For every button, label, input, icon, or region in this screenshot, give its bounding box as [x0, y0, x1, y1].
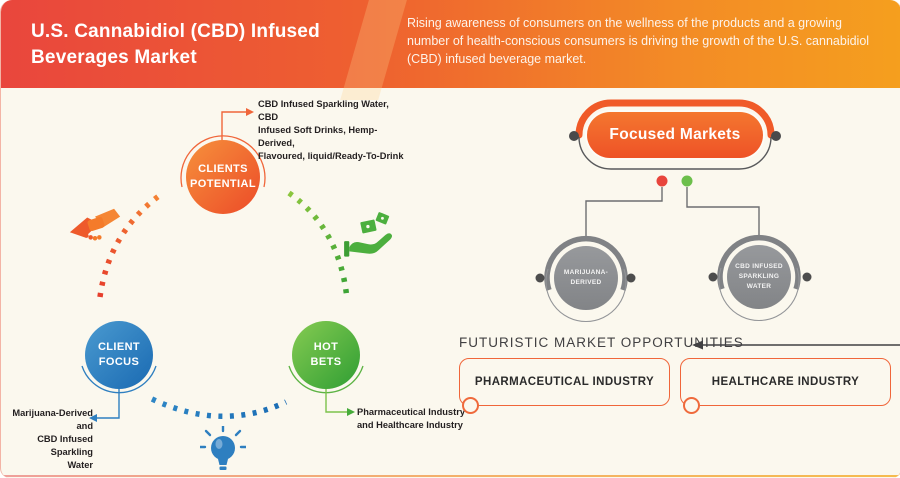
- market-circle-label: CBD INFUSED SPARKLING WATER: [735, 263, 783, 290]
- header-banner: U.S. Cannabidiol (CBD) Infused Beverages…: [1, 0, 900, 100]
- opportunity-circle-marker: [462, 397, 479, 414]
- opportunity-box-pharmaceutical: PHARMACEUTICAL INDUSTRY: [459, 358, 670, 406]
- opportunity-box-healthcare: HEALTHCARE INDUSTRY: [680, 358, 891, 406]
- hot-bets-annotation: Pharmaceutical Industry and Healthcare I…: [357, 407, 465, 431]
- market-circle-label: MARIJUANA- DERIVED: [563, 269, 609, 286]
- lightbulb-icon: [200, 426, 246, 470]
- node-hot-bets: HOT BETS: [292, 321, 360, 389]
- bottom-border: [1, 474, 900, 477]
- handshake-icon: [69, 208, 121, 241]
- clients-potential-annotation: CBD Infused Sparkling Water, CBD Infused…: [258, 99, 404, 162]
- focused-markets-title: Focused Markets: [609, 126, 741, 143]
- money-hand-icon: [344, 211, 393, 257]
- focused-markets-branches: [585, 175, 760, 240]
- node-label: CLIENTS POTENTIAL: [190, 163, 256, 190]
- opportunities-heading: FUTURISTIC MARKET OPPORTUNITIES: [459, 335, 744, 350]
- node-clients-potential: CLIENTS POTENTIAL: [186, 140, 260, 214]
- opportunity-label: HEALTHCARE INDUSTRY: [711, 376, 860, 388]
- node-client-focus: CLIENT FOCUS: [85, 321, 153, 389]
- node-label: CLIENT FOCUS: [97, 341, 141, 368]
- market-circle-cbd-sparkling-water: CBD INFUSED SPARKLING WATER: [727, 245, 791, 309]
- node-label: HOT BETS: [310, 341, 342, 368]
- header-diagonal-stripe: [340, 0, 410, 100]
- page-title: U.S. Cannabidiol (CBD) Infused Beverages…: [31, 21, 320, 68]
- market-circle-marijuana-derived: MARIJUANA- DERIVED: [554, 246, 618, 310]
- opportunity-circle-marker: [683, 397, 700, 414]
- header-description: Rising awareness of consumers on the wel…: [407, 16, 870, 66]
- opportunity-label: PHARMACEUTICAL INDUSTRY: [474, 376, 655, 388]
- client-focus-annotation: Marijuana-Derived and CBD Infused Sparkl…: [12, 408, 93, 471]
- focused-markets-pill: Focused Markets: [587, 112, 763, 158]
